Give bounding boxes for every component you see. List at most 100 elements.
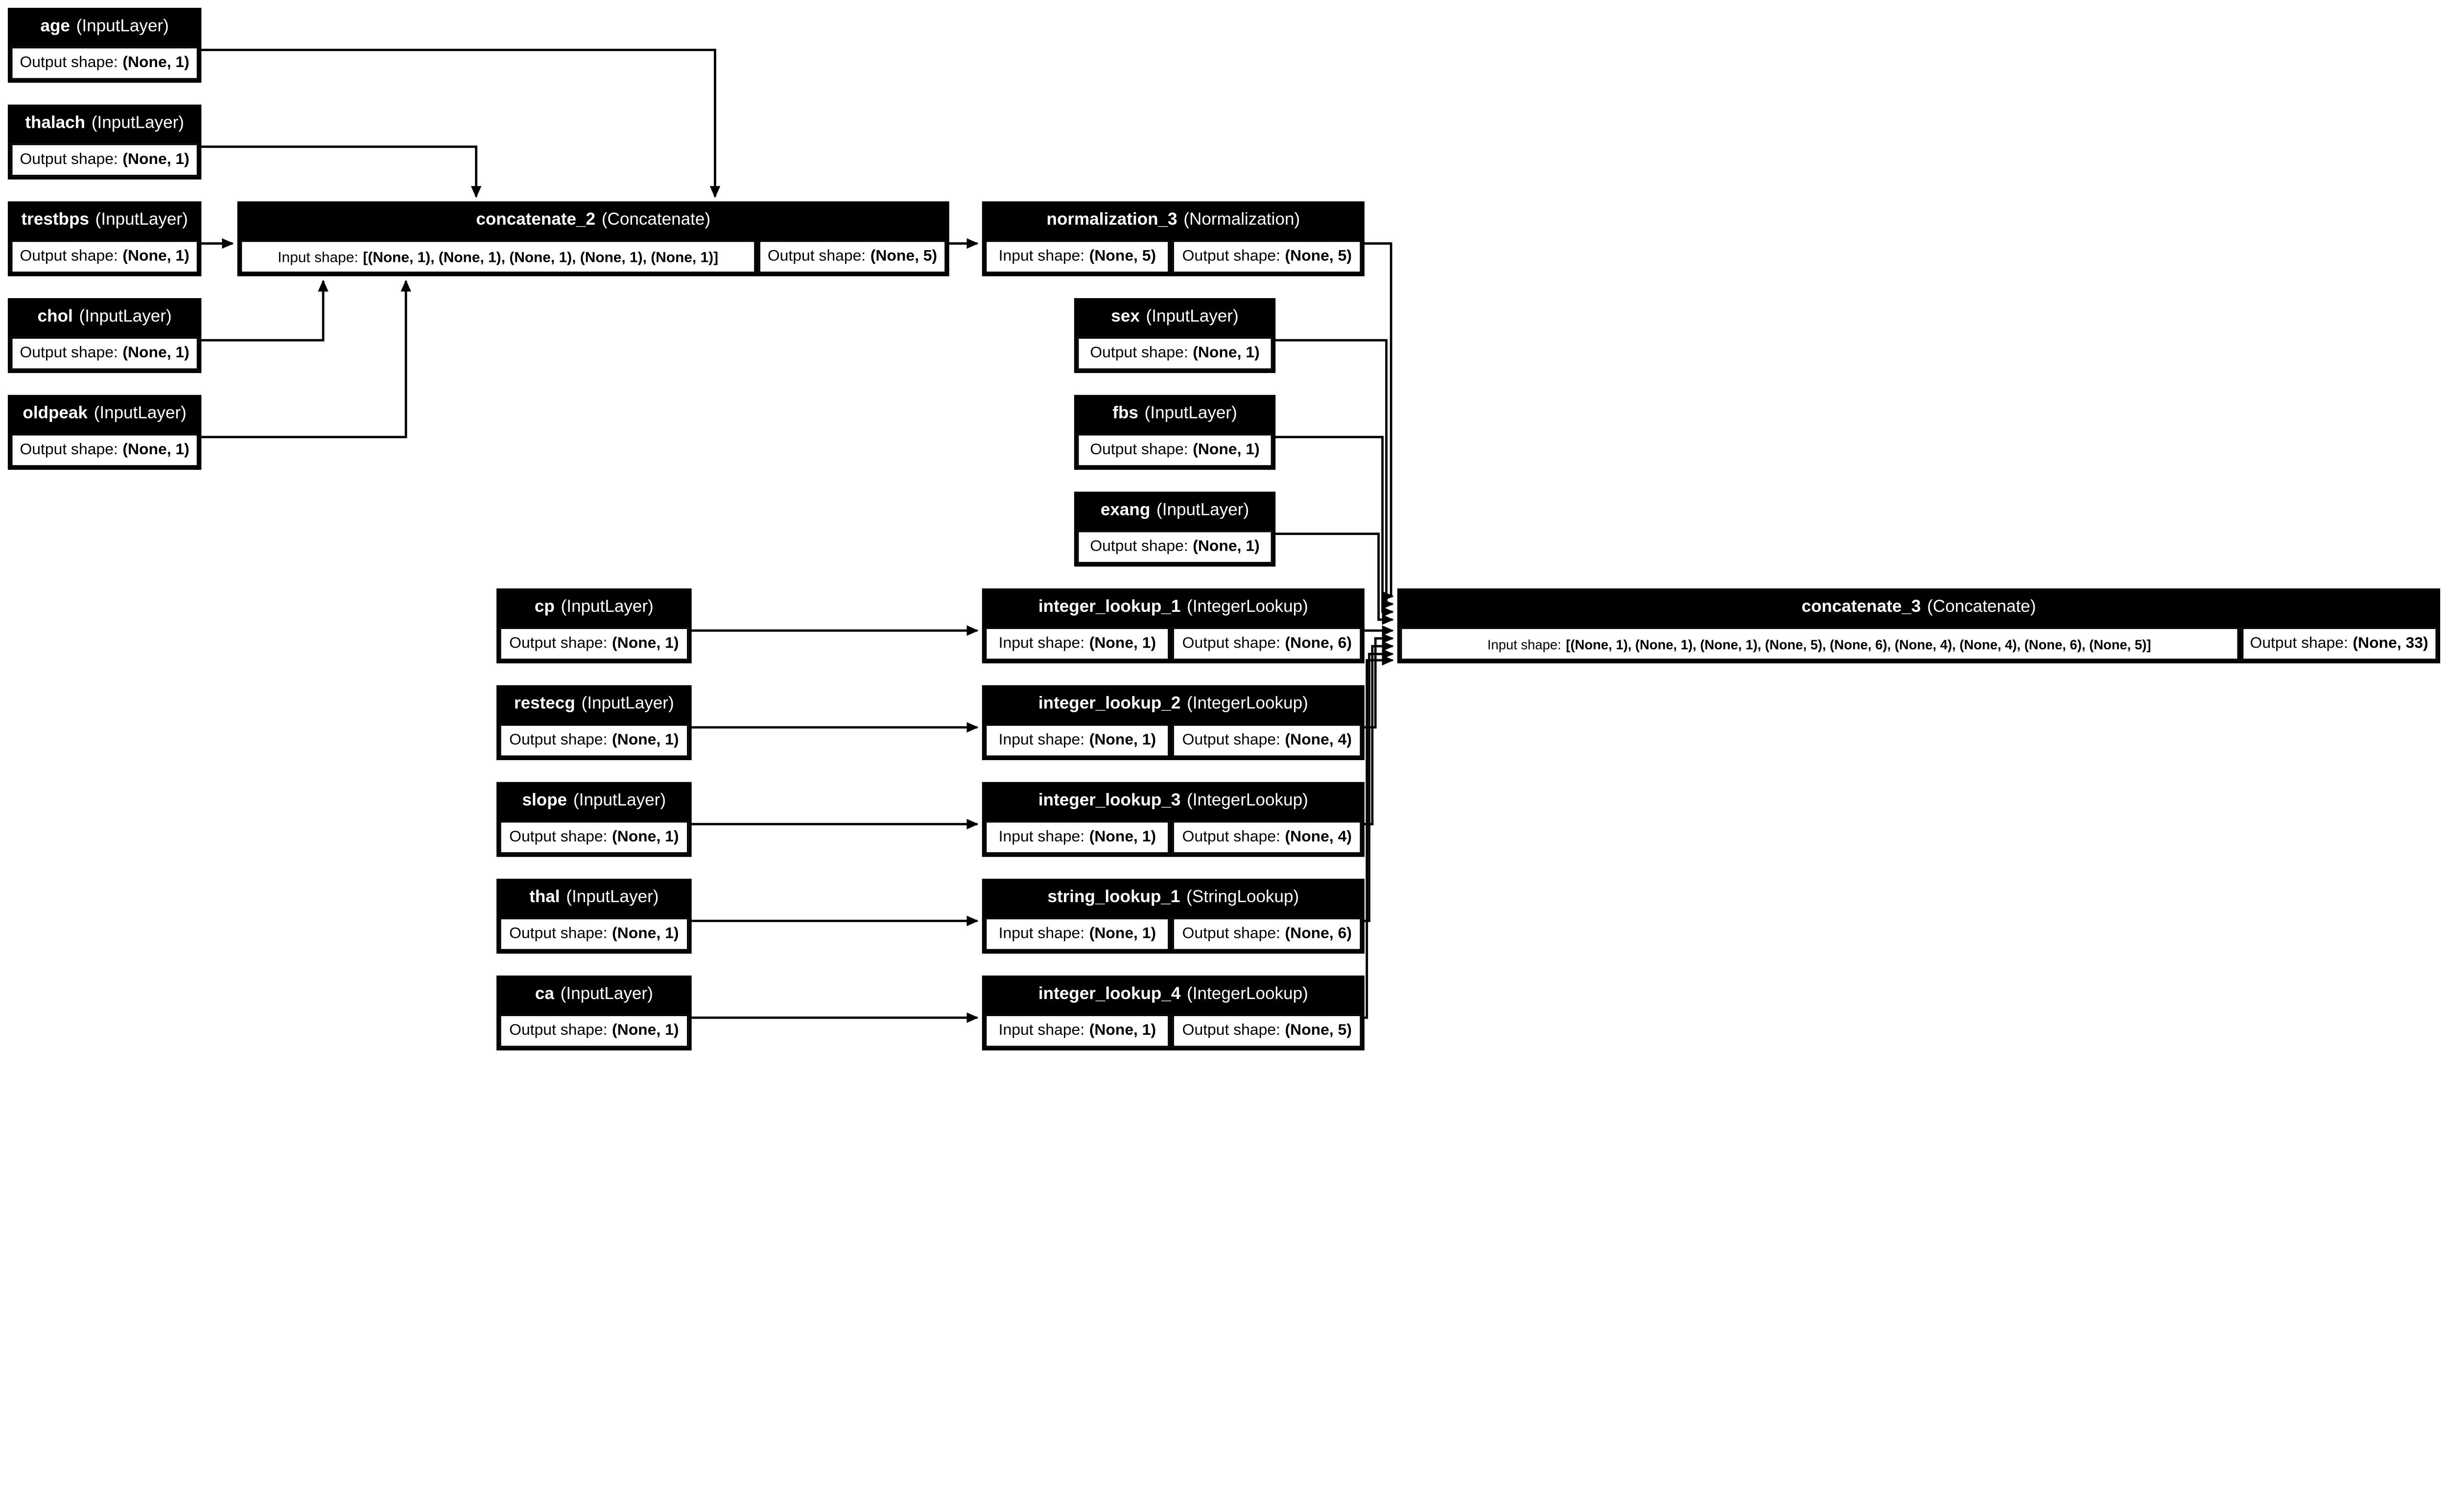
layer-type: (IntegerLookup) [1187,985,1308,1004]
layer-name: normalization_3 [1046,210,1177,230]
output-shape-label: Output shape: [1090,344,1188,362]
layer-title: oldpeak (InputLayer) [8,395,201,434]
layer-name: sex [1111,307,1140,326]
input-shape-cell: Input shape:(None, 1) [985,918,1170,951]
layer-type: (Normalization) [1183,210,1300,230]
output-shape-value: (None, 1) [612,731,679,749]
output-shape-cell: Output shape:(None, 1) [11,47,198,80]
layer-title: concatenate_3 (Concatenate) [1397,588,2440,628]
output-shape-value: (None, 1) [612,634,679,652]
output-shape-value: (None, 5) [870,247,938,265]
output-shape-label: Output shape: [20,441,118,458]
input-shape-value: [(None, 1), (None, 1), (None, 1), (None,… [1566,636,2151,652]
output-shape-cell: Output shape:(None, 5) [1173,1014,1362,1047]
layer-shapes: Input shape:(None, 1) Output shape: (None,… [982,627,1365,663]
layer-type: (InputLayer) [566,888,659,907]
layer-shapes: Output shape:(None, 1) [1074,434,1275,469]
input-shape-label: Input shape: [998,828,1085,845]
layer-name: oldpeak [23,404,88,423]
output-shape-label: Output shape: [20,344,118,362]
layer-type: (InputLayer) [95,210,188,230]
layer-type: (InputLayer) [1144,404,1237,423]
layer-shapes: Output shape: (None, 1) [1074,337,1275,373]
output-shape-cell: Output shape: (None, 6) [1173,627,1362,660]
layer-node-exang: exang(InputLayer)Output shape:(None, 1) [1074,491,1276,567]
input-shape-label: Input shape: [998,634,1085,652]
layer-name: integer_lookup_2 [1038,695,1181,714]
layer-type: (InputLayer) [1156,501,1249,520]
layer-type: (InputLayer) [561,598,654,617]
output-shape-cell: Output shape:(None, 1) [11,337,198,370]
output-shape-label: Output shape: [1182,828,1280,845]
layer-title: exang(InputLayer) [1074,491,1275,531]
input-shape-cell: Input shape:(None, 1) [985,627,1170,660]
layer-name: integer_lookup_3 [1038,791,1181,810]
input-shape-label: Input shape: [1487,636,1561,652]
layer-node-thal: thal(InputLayer)Output shape:(None, 1) [496,879,692,954]
layer-node-chol: chol (InputLayer) Output shape:(None, 1) [7,298,202,373]
layer-shapes: Output shape:(None, 1) [496,1014,692,1050]
layer-type: (InputLayer) [94,404,187,423]
layer-type: (StringLookup) [1186,888,1299,907]
input-shape-value: (None, 1) [1089,925,1156,942]
output-shape-value: (None, 1) [122,150,189,168]
output-shape-value: (None, 1) [122,441,189,458]
output-shape-label: Output shape: [767,247,866,265]
output-shape-cell: Output shape:(None, 33) [2241,627,2437,660]
output-shape-value: (None, 6) [1285,925,1352,942]
layer-title: integer_lookup_3(IntegerLookup) [982,782,1365,821]
layer-type: (Concatenate) [1927,598,2036,617]
layer-type: (InputLayer) [79,307,172,326]
layer-name: string_lookup_1 [1047,888,1180,907]
layer-node-concatenate_2: concatenate_2(Concatenate)Input shape:[(… [237,201,949,277]
layer-node-integer_lookup_3: integer_lookup_3(IntegerLookup) Input sha… [982,782,1365,857]
layer-name: thalach [25,114,86,133]
output-shape-cell: Output shape:(None, 5) [758,240,946,274]
layer-name: age [40,17,70,36]
output-shape-cell: Output shape:(None, 1) [499,724,689,757]
layer-title: trestbps(InputLayer) [8,201,201,240]
layer-title: age(InputLayer) [8,8,201,47]
output-shape-value: (None, 4) [1285,828,1352,845]
output-shape-cell: Output shape:(None, 4) [1173,724,1362,757]
edges-layer [201,48,1394,1023]
layer-node-string_lookup_1: string_lookup_1 (StringLookup) Input shape… [982,879,1365,954]
layer-shapes: Input shape:(None, 1)Output shape:(None,… [982,918,1365,954]
model-architecture-diagram: age(InputLayer)Output shape:(None, 1)tha… [7,7,2441,1051]
layer-node-integer_lookup_2: integer_lookup_2(IntegerLookup)Input sha… [982,685,1365,760]
layer-name: concatenate_2 [476,210,596,230]
output-shape-cell: Output shape:(None, 1) [499,918,689,951]
input-shape-label: Input shape: [998,247,1085,265]
layer-type: (InputLayer) [1146,307,1239,326]
edge-sex-to-concatenate_3 [1275,339,1394,609]
layer-node-ca: ca(InputLayer)Output shape:(None, 1) [496,975,692,1051]
output-shape-value: (None, 1) [612,828,679,845]
layer-shapes: Input shape:[(None, 1), (None, 1), (None… [237,240,949,276]
layer-name: concatenate_3 [1801,598,1921,617]
input-shape-cell: Input shape:(None, 5) [985,240,1170,274]
layer-shapes: Output shape:(None, 1) [8,434,201,469]
output-shape-label: Output shape: [1182,731,1280,749]
layer-node-integer_lookup_1: integer_lookup_1(IntegerLookup)Input sha… [982,588,1365,664]
layer-node-oldpeak: oldpeak (InputLayer) Output shape:(None, 1… [7,395,202,470]
output-shape-value: (None, 6) [1285,634,1352,652]
layer-type: (IntegerLookup) [1187,598,1308,617]
layer-shapes: Input shape:(None, 1)Output shape:(None,… [982,724,1365,760]
layer-shapes: Input shape: [(None, 1), (None, 1), (None… [1397,627,2440,663]
layer-node-cp: cp (InputLayer) Output shape:(None, 1) [496,588,692,664]
output-shape-cell: Output shape:(None, 1) [499,627,689,660]
output-shape-label: Output shape: [509,731,608,749]
layer-title: integer_lookup_4(IntegerLookup) [982,976,1365,1015]
layer-node-integer_lookup_4: integer_lookup_4(IntegerLookup)Input sha… [982,975,1365,1051]
output-shape-cell: Output shape: (None, 4) [1173,821,1362,854]
layer-name: chol [37,307,73,326]
layer-name: cp [534,598,555,617]
output-shape-value: (None, 5) [1285,1022,1352,1039]
layer-title: restecg(InputLayer) [496,685,692,724]
output-shape-label: Output shape: [1090,441,1188,458]
output-shape-label: Output shape: [1182,247,1280,265]
layer-title: chol (InputLayer) [8,298,201,337]
output-shape-label: Output shape: [1182,634,1280,652]
output-shape-value: (None, 1) [1193,344,1260,362]
layer-title: fbs(InputLayer) [1074,395,1275,434]
